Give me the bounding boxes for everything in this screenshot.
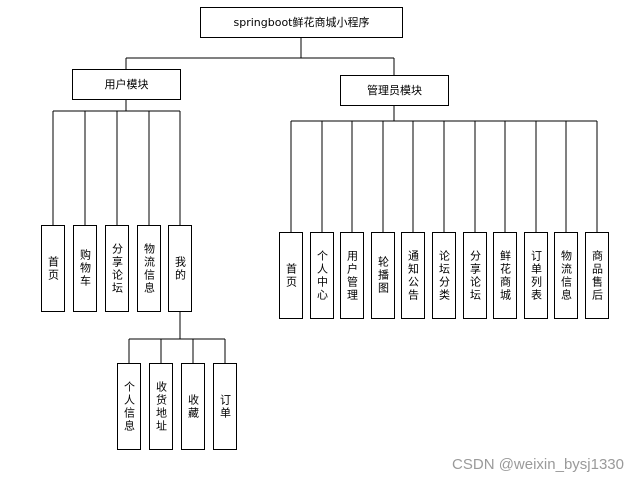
user-module-item-label: 购物车 [78, 249, 92, 288]
admin-module-item: 轮播图 [371, 232, 395, 319]
mine-item-label: 收藏 [186, 393, 200, 420]
admin-module-item-label: 商品售后 [590, 249, 604, 302]
admin-module-item-label: 分享论坛 [468, 249, 482, 302]
admin-module-node: 管理员模块 [340, 75, 449, 106]
root-node-label: springboot鲜花商城小程序 [233, 16, 370, 29]
mine-item-label: 订单 [218, 393, 232, 420]
user-module-item-label: 分享论坛 [110, 242, 124, 295]
admin-module-item-label: 个人中心 [315, 249, 329, 302]
user-module-item: 分享论坛 [105, 225, 129, 312]
user-module-item: 首页 [41, 225, 65, 312]
admin-module-item-label: 订单列表 [529, 249, 543, 302]
user-module-item-label: 我的 [173, 255, 187, 282]
user-module-label: 用户模块 [104, 78, 149, 91]
mine-item: 收货地址 [149, 363, 173, 450]
mine-item: 个人信息 [117, 363, 141, 450]
admin-module-label: 管理员模块 [367, 84, 422, 97]
admin-module-item-label: 鲜花商城 [498, 249, 512, 302]
root-node: springboot鲜花商城小程序 [200, 7, 403, 38]
admin-module-item: 个人中心 [310, 232, 334, 319]
admin-module-item-label: 论坛分类 [437, 249, 451, 302]
mine-item-label: 个人信息 [122, 380, 136, 433]
admin-module-item-label: 首页 [284, 262, 298, 289]
admin-module-item-label: 通知公告 [406, 249, 420, 302]
admin-module-item: 通知公告 [401, 232, 425, 319]
admin-module-item: 鲜花商城 [493, 232, 517, 319]
user-module-node: 用户模块 [72, 69, 181, 100]
admin-module-item: 商品售后 [585, 232, 609, 319]
user-module-item-label: 物流信息 [142, 242, 156, 295]
user-module-item-label: 首页 [46, 255, 60, 282]
user-module-item: 我的 [168, 225, 192, 312]
mine-item: 收藏 [181, 363, 205, 450]
admin-module-item: 首页 [279, 232, 303, 319]
mine-item-label: 收货地址 [154, 380, 168, 433]
admin-module-item: 论坛分类 [432, 232, 456, 319]
admin-module-item: 物流信息 [554, 232, 578, 319]
user-module-item: 购物车 [73, 225, 97, 312]
watermark: CSDN @weixin_bysj1330 [452, 456, 624, 473]
admin-module-item-label: 用户管理 [345, 249, 359, 302]
admin-module-item-label: 轮播图 [376, 256, 390, 295]
admin-module-item-label: 物流信息 [559, 249, 573, 302]
admin-module-item: 用户管理 [340, 232, 364, 319]
admin-module-item: 订单列表 [524, 232, 548, 319]
mine-item: 订单 [213, 363, 237, 450]
admin-module-item: 分享论坛 [463, 232, 487, 319]
user-module-item: 物流信息 [137, 225, 161, 312]
